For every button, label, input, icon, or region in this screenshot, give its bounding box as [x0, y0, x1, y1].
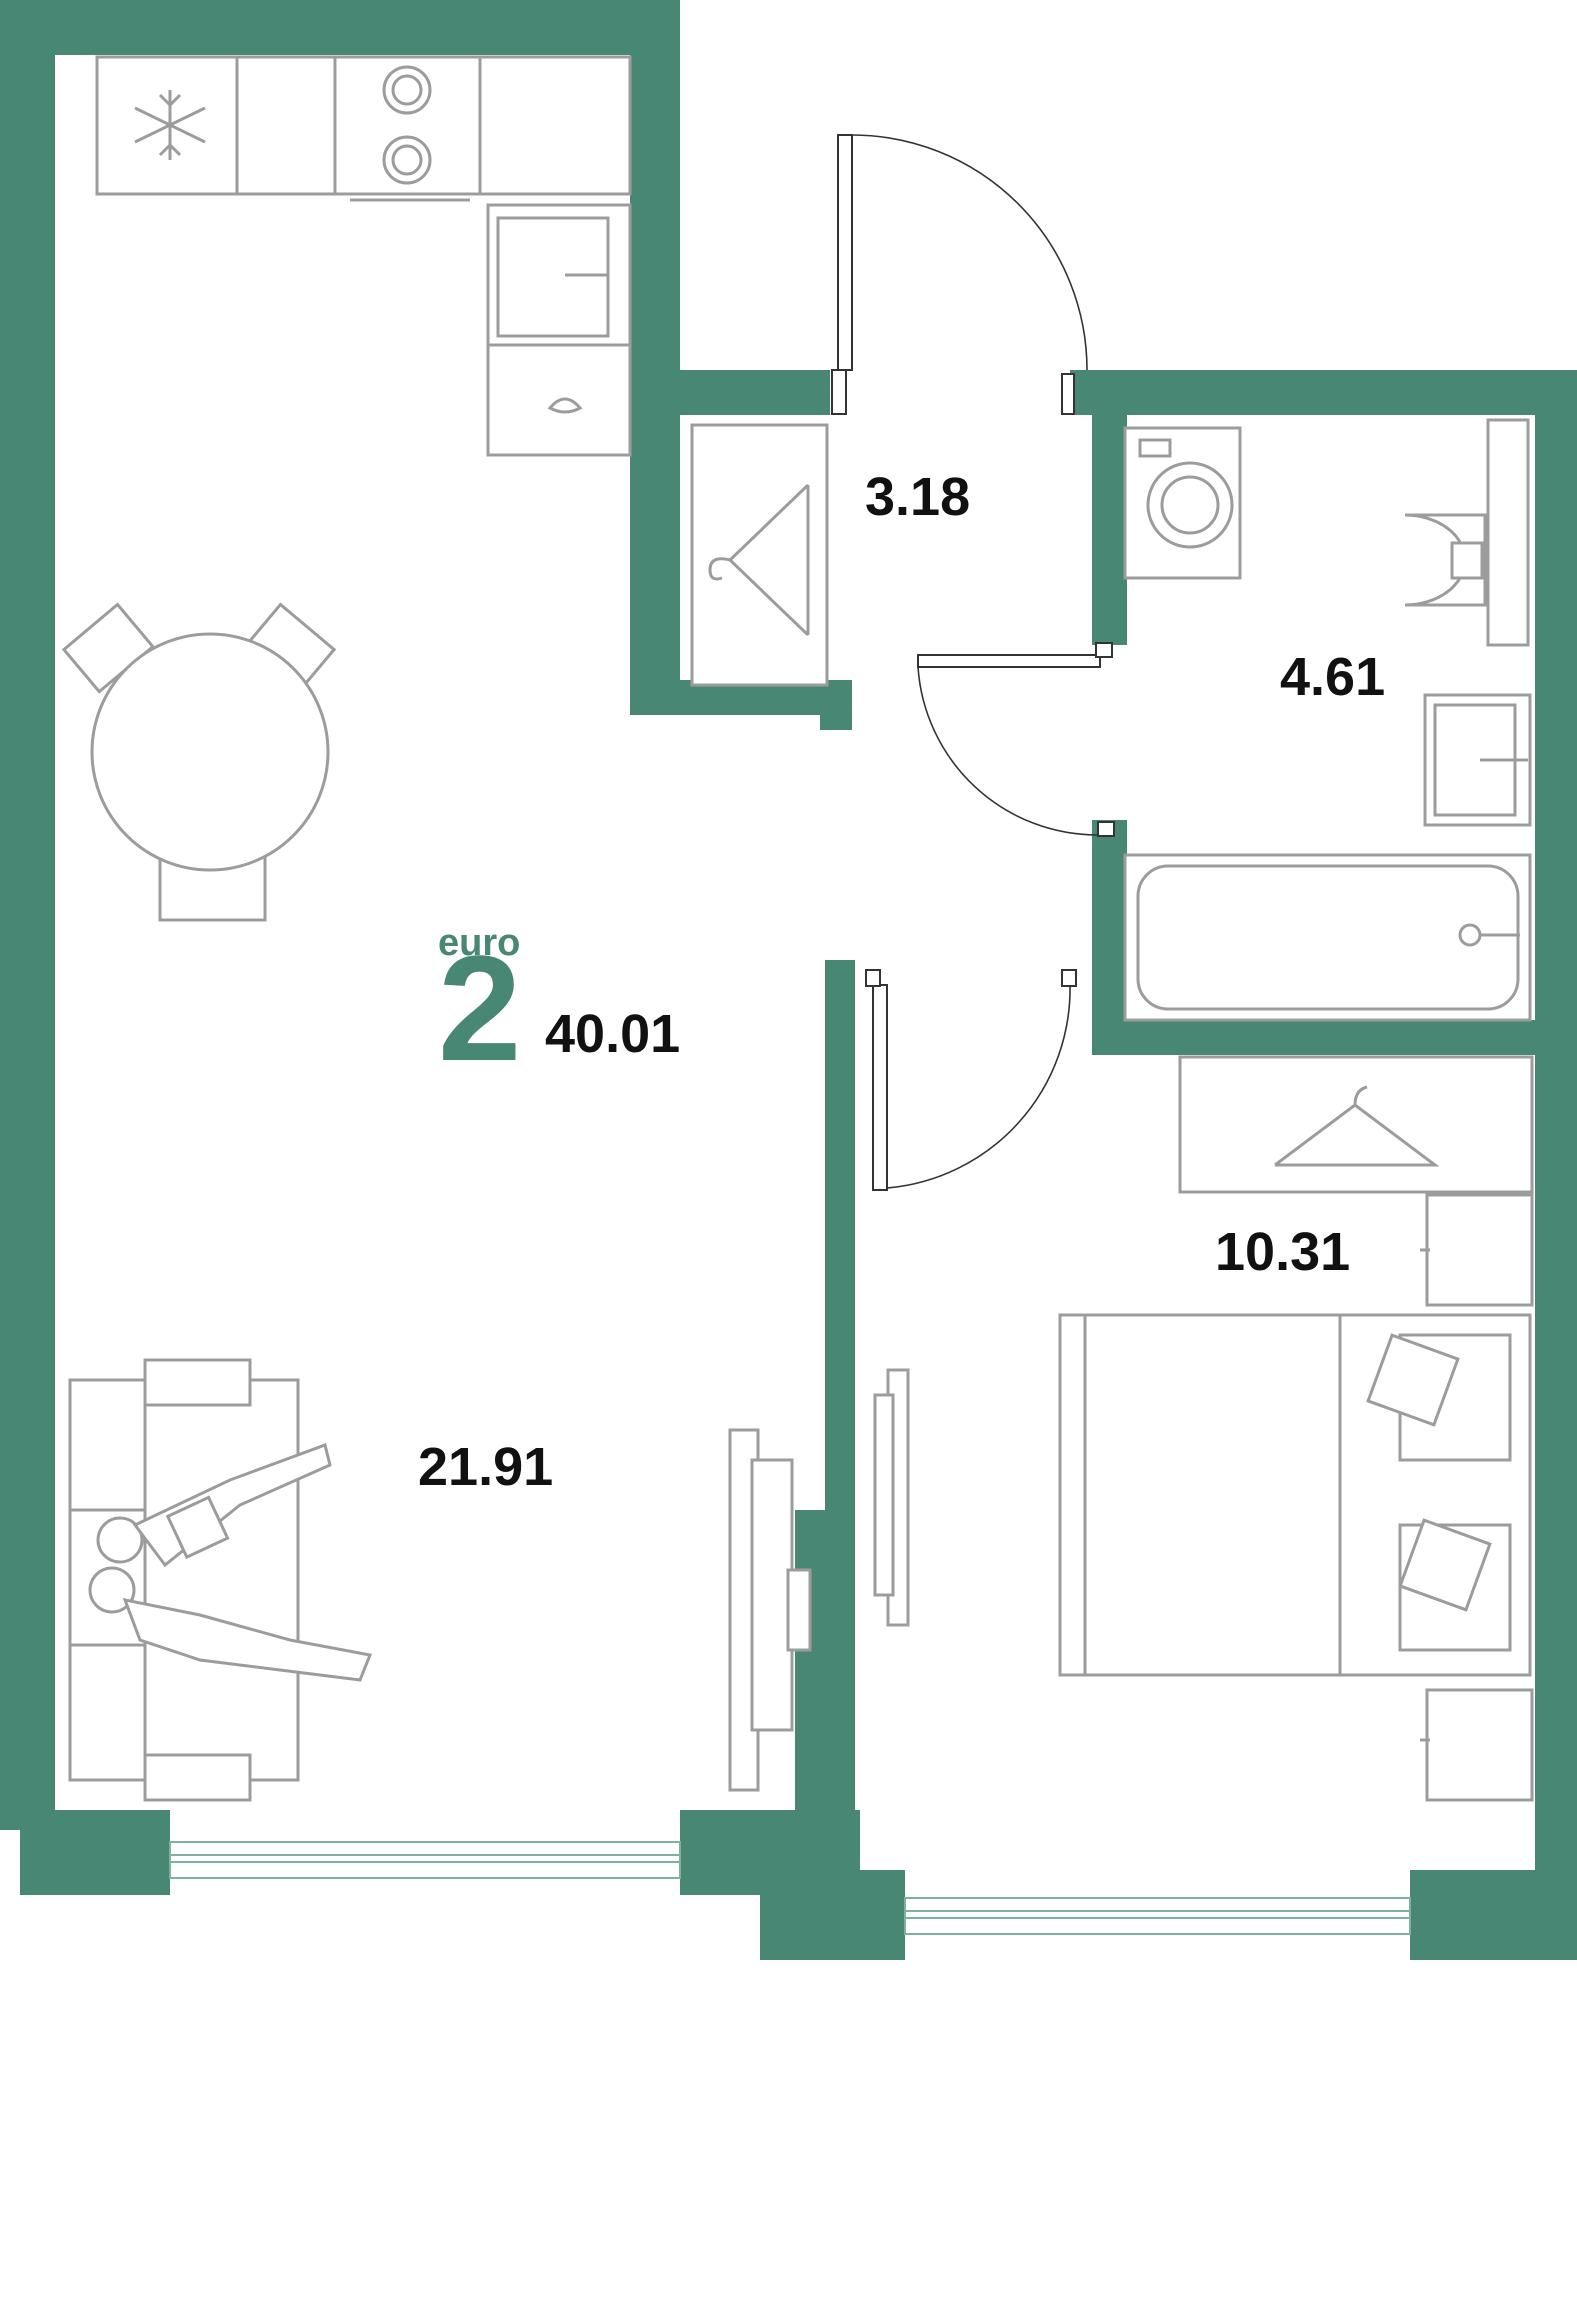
hallway-area: 3.18 [865, 467, 970, 527]
snowflake-icon [134, 90, 206, 160]
window-bedroom [904, 1897, 1411, 1935]
wall-bath-bottom [1092, 1020, 1577, 1055]
counter [235, 55, 337, 196]
living-furniture [68, 1358, 812, 1802]
wall-closet-stub [820, 680, 852, 730]
wardrobe-bedroom [1178, 1055, 1534, 1194]
hanger-icon [708, 483, 810, 637]
room-count: 2 [438, 924, 521, 1092]
hanger-icon-2 [1274, 1085, 1440, 1167]
walls [0, 0, 1577, 1960]
wall-partition-upper [825, 960, 855, 1520]
bedroom-area: 10.31 [1215, 1222, 1350, 1282]
dining-table [90, 632, 330, 872]
people-icon [88, 1443, 373, 1682]
wall-bottom-left-a [20, 1810, 170, 1895]
wall-top-left [0, 0, 680, 55]
bathroom-fixtures [1123, 418, 1532, 1022]
wall-bottom-right-a [760, 1870, 905, 1960]
wall-bath-top [1070, 370, 1577, 415]
wardrobe-hallway [690, 423, 829, 687]
wall-right [1535, 370, 1577, 1870]
wall-bottom-right-b [1410, 1870, 1577, 1960]
dining-set [61, 602, 337, 922]
pillow-bottom [1398, 1518, 1492, 1612]
windows [169, 1841, 1411, 1935]
bathroom-door [917, 654, 1101, 668]
wall-bath-left-lower [1092, 820, 1127, 1055]
wall-left [0, 0, 55, 1830]
bedroom-furniture [873, 1055, 1534, 1802]
nightstand-top [1425, 1193, 1534, 1307]
nightstand-bottom [1425, 1688, 1534, 1802]
pillow-top [1366, 1333, 1460, 1427]
kitchen-units [95, 55, 632, 457]
drop-icon [547, 397, 583, 414]
window-living [169, 1841, 681, 1879]
doors [831, 134, 1115, 1191]
bedroom-door [872, 984, 888, 1191]
kitchen-living-area: 21.91 [418, 1437, 553, 1497]
layout-type-prefix: euro [438, 922, 520, 964]
wall-closet-top [630, 370, 830, 415]
wall-kitchen-right [630, 0, 680, 710]
wall-partition-lower [795, 1510, 855, 1850]
entrance-door [837, 134, 853, 371]
bathroom-area: 4.61 [1280, 647, 1385, 707]
wall-bath-left [1092, 370, 1127, 645]
total-area: 40.01 [545, 1004, 680, 1064]
